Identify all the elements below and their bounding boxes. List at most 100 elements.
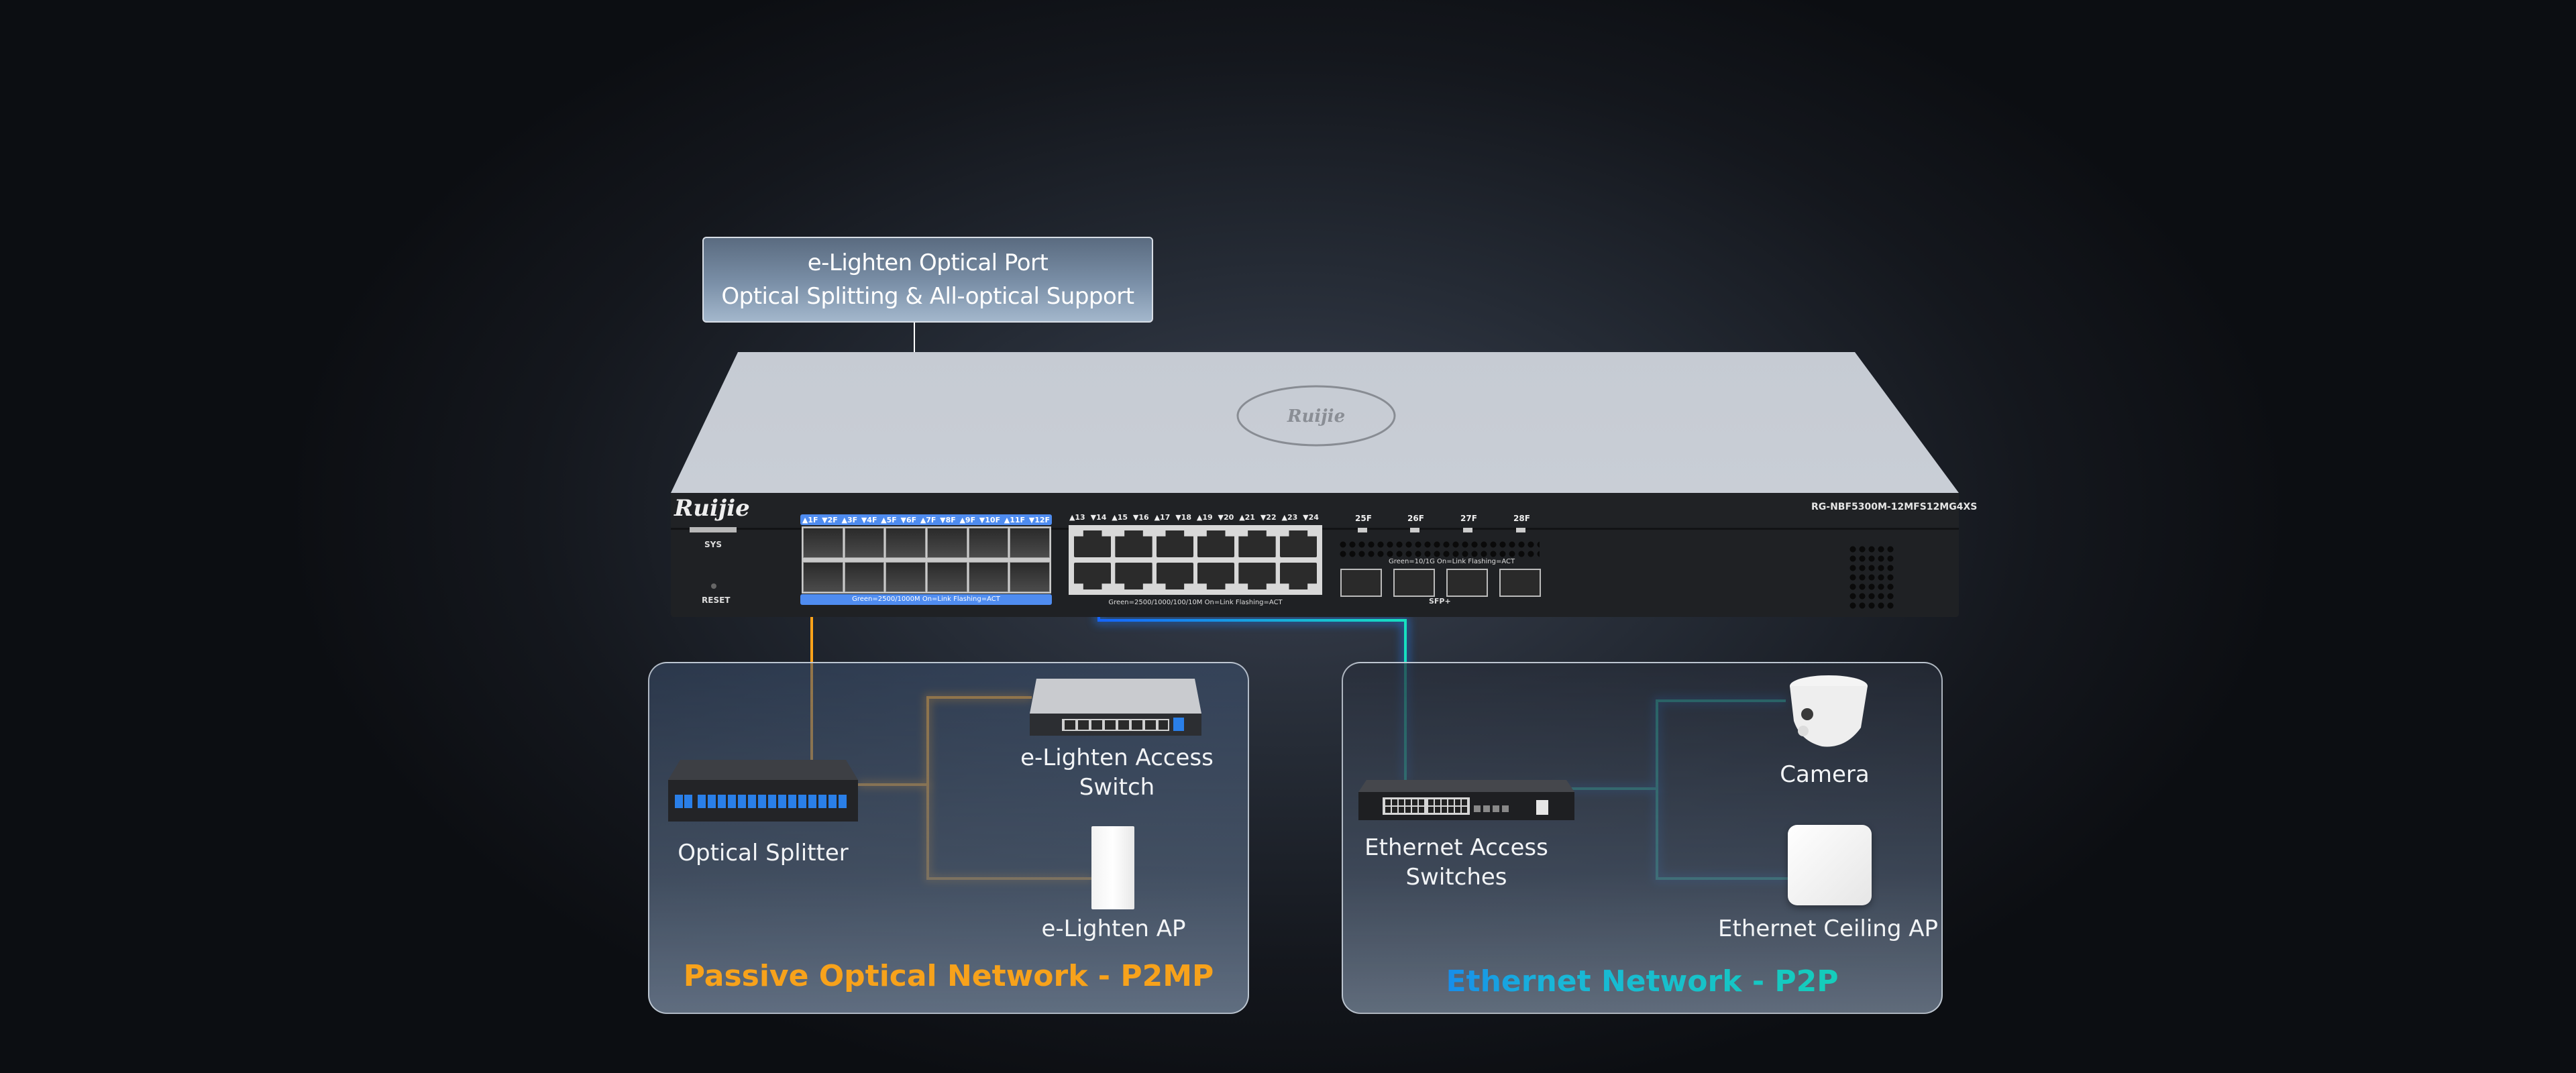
sfpplus-port[interactable] bbox=[1446, 569, 1488, 597]
rj45-port[interactable] bbox=[1279, 530, 1317, 557]
sfp-port[interactable] bbox=[803, 528, 843, 558]
sfpplus-port-label: 26F bbox=[1407, 514, 1424, 523]
port-label: ▲1F bbox=[802, 515, 818, 524]
sfp-legend: Green=2500/1000M On=Link Flashing=ACT bbox=[800, 594, 1052, 605]
sys-led bbox=[690, 527, 737, 532]
sfpplus-port[interactable] bbox=[1393, 569, 1435, 597]
port-label: ▲3F bbox=[841, 515, 858, 524]
sfpplus-led bbox=[1410, 528, 1419, 532]
rj45-port-labels: ▲13 ▼14 ▲15 ▼16 ▲17 ▼18 ▲19 ▼20 ▲21 ▼22 … bbox=[1067, 513, 1322, 522]
sfp-port[interactable] bbox=[927, 528, 967, 558]
sfp-port[interactable] bbox=[1010, 528, 1050, 558]
e-lighten-ap-label: e-Lighten AP bbox=[1041, 915, 1186, 942]
sfp-port[interactable] bbox=[968, 528, 1009, 558]
port-label: ▲21 bbox=[1239, 513, 1255, 522]
rj45-port[interactable] bbox=[1074, 563, 1112, 589]
port-label: ▲19 bbox=[1196, 513, 1213, 522]
port-label: ▼22 bbox=[1260, 513, 1277, 522]
sfpplus-led bbox=[1463, 528, 1472, 532]
port-label: ▲9F bbox=[959, 515, 976, 524]
ceiling-ap-device bbox=[1788, 825, 1872, 905]
rj45-port[interactable] bbox=[1156, 563, 1193, 589]
rj45-port[interactable] bbox=[1156, 530, 1193, 557]
sfp-port[interactable] bbox=[885, 562, 926, 592]
port-label: ▲5F bbox=[881, 515, 897, 524]
rj45-port[interactable] bbox=[1197, 563, 1235, 589]
pon-network-title: Passive Optical Network - P2MP bbox=[683, 959, 1214, 993]
switch-top-face: Ruijie bbox=[671, 352, 1959, 493]
ethernet-network-title: Ethernet Network - P2P bbox=[1342, 964, 1943, 999]
sfpplus-port-label: 25F bbox=[1355, 514, 1372, 523]
sys-label: SYS bbox=[704, 540, 722, 549]
port-label: ▼10F bbox=[979, 515, 1001, 524]
e-lighten-ap-device bbox=[1091, 826, 1134, 909]
port-label: ▲7F bbox=[920, 515, 936, 524]
ethernet-access-switch-device bbox=[1358, 780, 1574, 820]
e-lighten-switch-label: e-Lighten Access Switch bbox=[1006, 743, 1228, 802]
port-label: ▼12F bbox=[1028, 515, 1051, 524]
reset-label: RESET bbox=[702, 596, 731, 605]
camera-label: Camera bbox=[1780, 761, 1870, 788]
rj45-port[interactable] bbox=[1279, 563, 1317, 589]
port-label: ▲17 bbox=[1154, 513, 1171, 522]
sfp-port[interactable] bbox=[885, 528, 926, 558]
sfp-port[interactable] bbox=[844, 528, 885, 558]
sfpplus-port[interactable] bbox=[1499, 569, 1541, 597]
camera-device bbox=[1790, 675, 1868, 747]
rj45-legend: Green=2500/1000/100/10M On=Link Flashing… bbox=[1108, 599, 1283, 606]
sfp-port[interactable] bbox=[968, 562, 1009, 592]
top-logo-badge: Ruijie bbox=[1236, 385, 1396, 447]
port-label: ▼18 bbox=[1175, 513, 1191, 522]
sfp-port[interactable] bbox=[844, 562, 885, 592]
sfp-port[interactable] bbox=[927, 562, 967, 592]
sfpplus-port[interactable] bbox=[1340, 569, 1382, 597]
reset-button[interactable] bbox=[711, 583, 716, 589]
rj45-port[interactable] bbox=[1238, 530, 1276, 557]
vent-grille bbox=[1848, 545, 1895, 610]
model-number: RG-NBF5300M-12MFS12MG4XS bbox=[1811, 502, 1978, 512]
rj45-port[interactable] bbox=[1115, 530, 1152, 557]
port-label: ▼2F bbox=[822, 515, 838, 524]
port-label: ▼14 bbox=[1090, 513, 1107, 522]
port-label: ▼16 bbox=[1132, 513, 1149, 522]
sfpplus-port-label: 27F bbox=[1460, 514, 1477, 523]
feature-callout: e-Lighten Optical Port Optical Splitting… bbox=[702, 237, 1153, 323]
sfpplus-led bbox=[1358, 528, 1367, 532]
vent-grille bbox=[1338, 540, 1540, 557]
rj45-port[interactable] bbox=[1238, 563, 1276, 589]
port-label: ▼6F bbox=[900, 515, 917, 524]
port-label: ▲23 bbox=[1281, 513, 1298, 522]
port-label: ▼20 bbox=[1218, 513, 1234, 522]
sfpplus-port-label: 28F bbox=[1513, 514, 1530, 523]
sfp-port-block bbox=[802, 526, 1051, 594]
ethernet-switch-label: Ethernet Access Switches bbox=[1348, 833, 1564, 892]
callout-subtitle: Optical Splitting & All-optical Support bbox=[721, 283, 1134, 310]
sfp-port-labels: ▲1F ▼2F ▲3F ▼4F ▲5F ▼6F ▲7F ▼8F ▲9F ▼10F… bbox=[800, 514, 1052, 525]
sfp-port[interactable] bbox=[1010, 562, 1050, 592]
port-label: ▲13 bbox=[1069, 513, 1085, 522]
rj45-port[interactable] bbox=[1197, 530, 1235, 557]
e-lighten-access-switch-device bbox=[1030, 679, 1201, 736]
callout-title: e-Lighten Optical Port bbox=[807, 249, 1049, 276]
rj45-port[interactable] bbox=[1074, 530, 1112, 557]
port-label: ▼8F bbox=[940, 515, 956, 524]
ceiling-ap-label: Ethernet Ceiling AP bbox=[1718, 915, 1938, 942]
label-line: Switches bbox=[1405, 864, 1507, 891]
label-line: Ethernet Access bbox=[1364, 834, 1548, 861]
port-label: ▲11F bbox=[1004, 515, 1026, 524]
optical-splitter-label: Optical Splitter bbox=[678, 840, 849, 866]
rj45-port[interactable] bbox=[1115, 563, 1152, 589]
port-label: ▼4F bbox=[861, 515, 877, 524]
sfpplus-tag: SFP+ bbox=[1429, 597, 1451, 606]
brand-logo: Ruijie bbox=[674, 495, 750, 522]
rj45-port-block bbox=[1069, 525, 1322, 595]
port-label: ▲15 bbox=[1112, 513, 1128, 522]
sfp-port[interactable] bbox=[803, 562, 843, 592]
optical-splitter-device bbox=[668, 760, 858, 822]
label-line: e-Lighten Access bbox=[1020, 744, 1214, 771]
label-line: Switch bbox=[1079, 774, 1155, 801]
port-label: ▼24 bbox=[1303, 513, 1319, 522]
sfpplus-legend: Green=10/1G On=Link Flashing=ACT bbox=[1389, 558, 1515, 565]
sfpplus-led bbox=[1516, 528, 1525, 532]
top-logo-text: Ruijie bbox=[1287, 406, 1345, 427]
